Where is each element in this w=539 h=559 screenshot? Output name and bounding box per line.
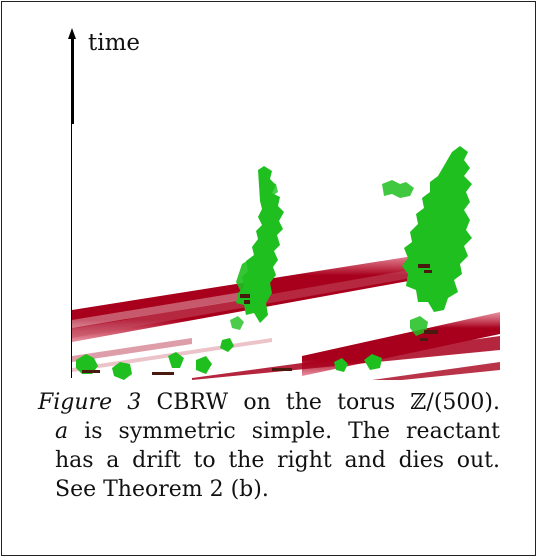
caption-variable-a: a xyxy=(55,419,69,444)
simulation-image xyxy=(72,124,500,380)
figure-caption: Figure 3 CBRW on the torus ℤ/(500). a is… xyxy=(38,388,500,504)
reactant-band-lower-3 xyxy=(372,362,500,380)
time-axis-label: time xyxy=(88,30,141,56)
reactant-band-lower-2 xyxy=(192,336,500,380)
caption-line-1-text: CBRW on the torus ℤ/(500). xyxy=(156,390,500,415)
catalyst-cluster-left xyxy=(230,166,284,330)
catalyst-cluster-right xyxy=(382,146,472,336)
caption-line-3: has a drift to the right and dies out. xyxy=(38,446,500,475)
figure-label: Figure 3 xyxy=(38,390,142,415)
caption-line-2-text: is symmetric simple. The reactant xyxy=(84,419,500,444)
caption-line-4: See Theorem 2 (b). xyxy=(38,475,500,504)
reaction-spots xyxy=(82,264,438,375)
axis-arrow-icon xyxy=(68,28,76,39)
catalyst-bottom-specks xyxy=(76,338,382,380)
caption-line-3-text: has a drift to the right and dies out. xyxy=(55,448,500,473)
caption-line-2: a is symmetric simple. The reactant xyxy=(38,417,500,446)
caption-line-4-text: See Theorem 2 (b). xyxy=(55,477,269,502)
caption-line-1: Figure 3 CBRW on the torus ℤ/(500). xyxy=(38,388,500,417)
reactant-band-bottom-left xyxy=(72,338,192,362)
reactant-band-upper-tail xyxy=(72,292,242,328)
